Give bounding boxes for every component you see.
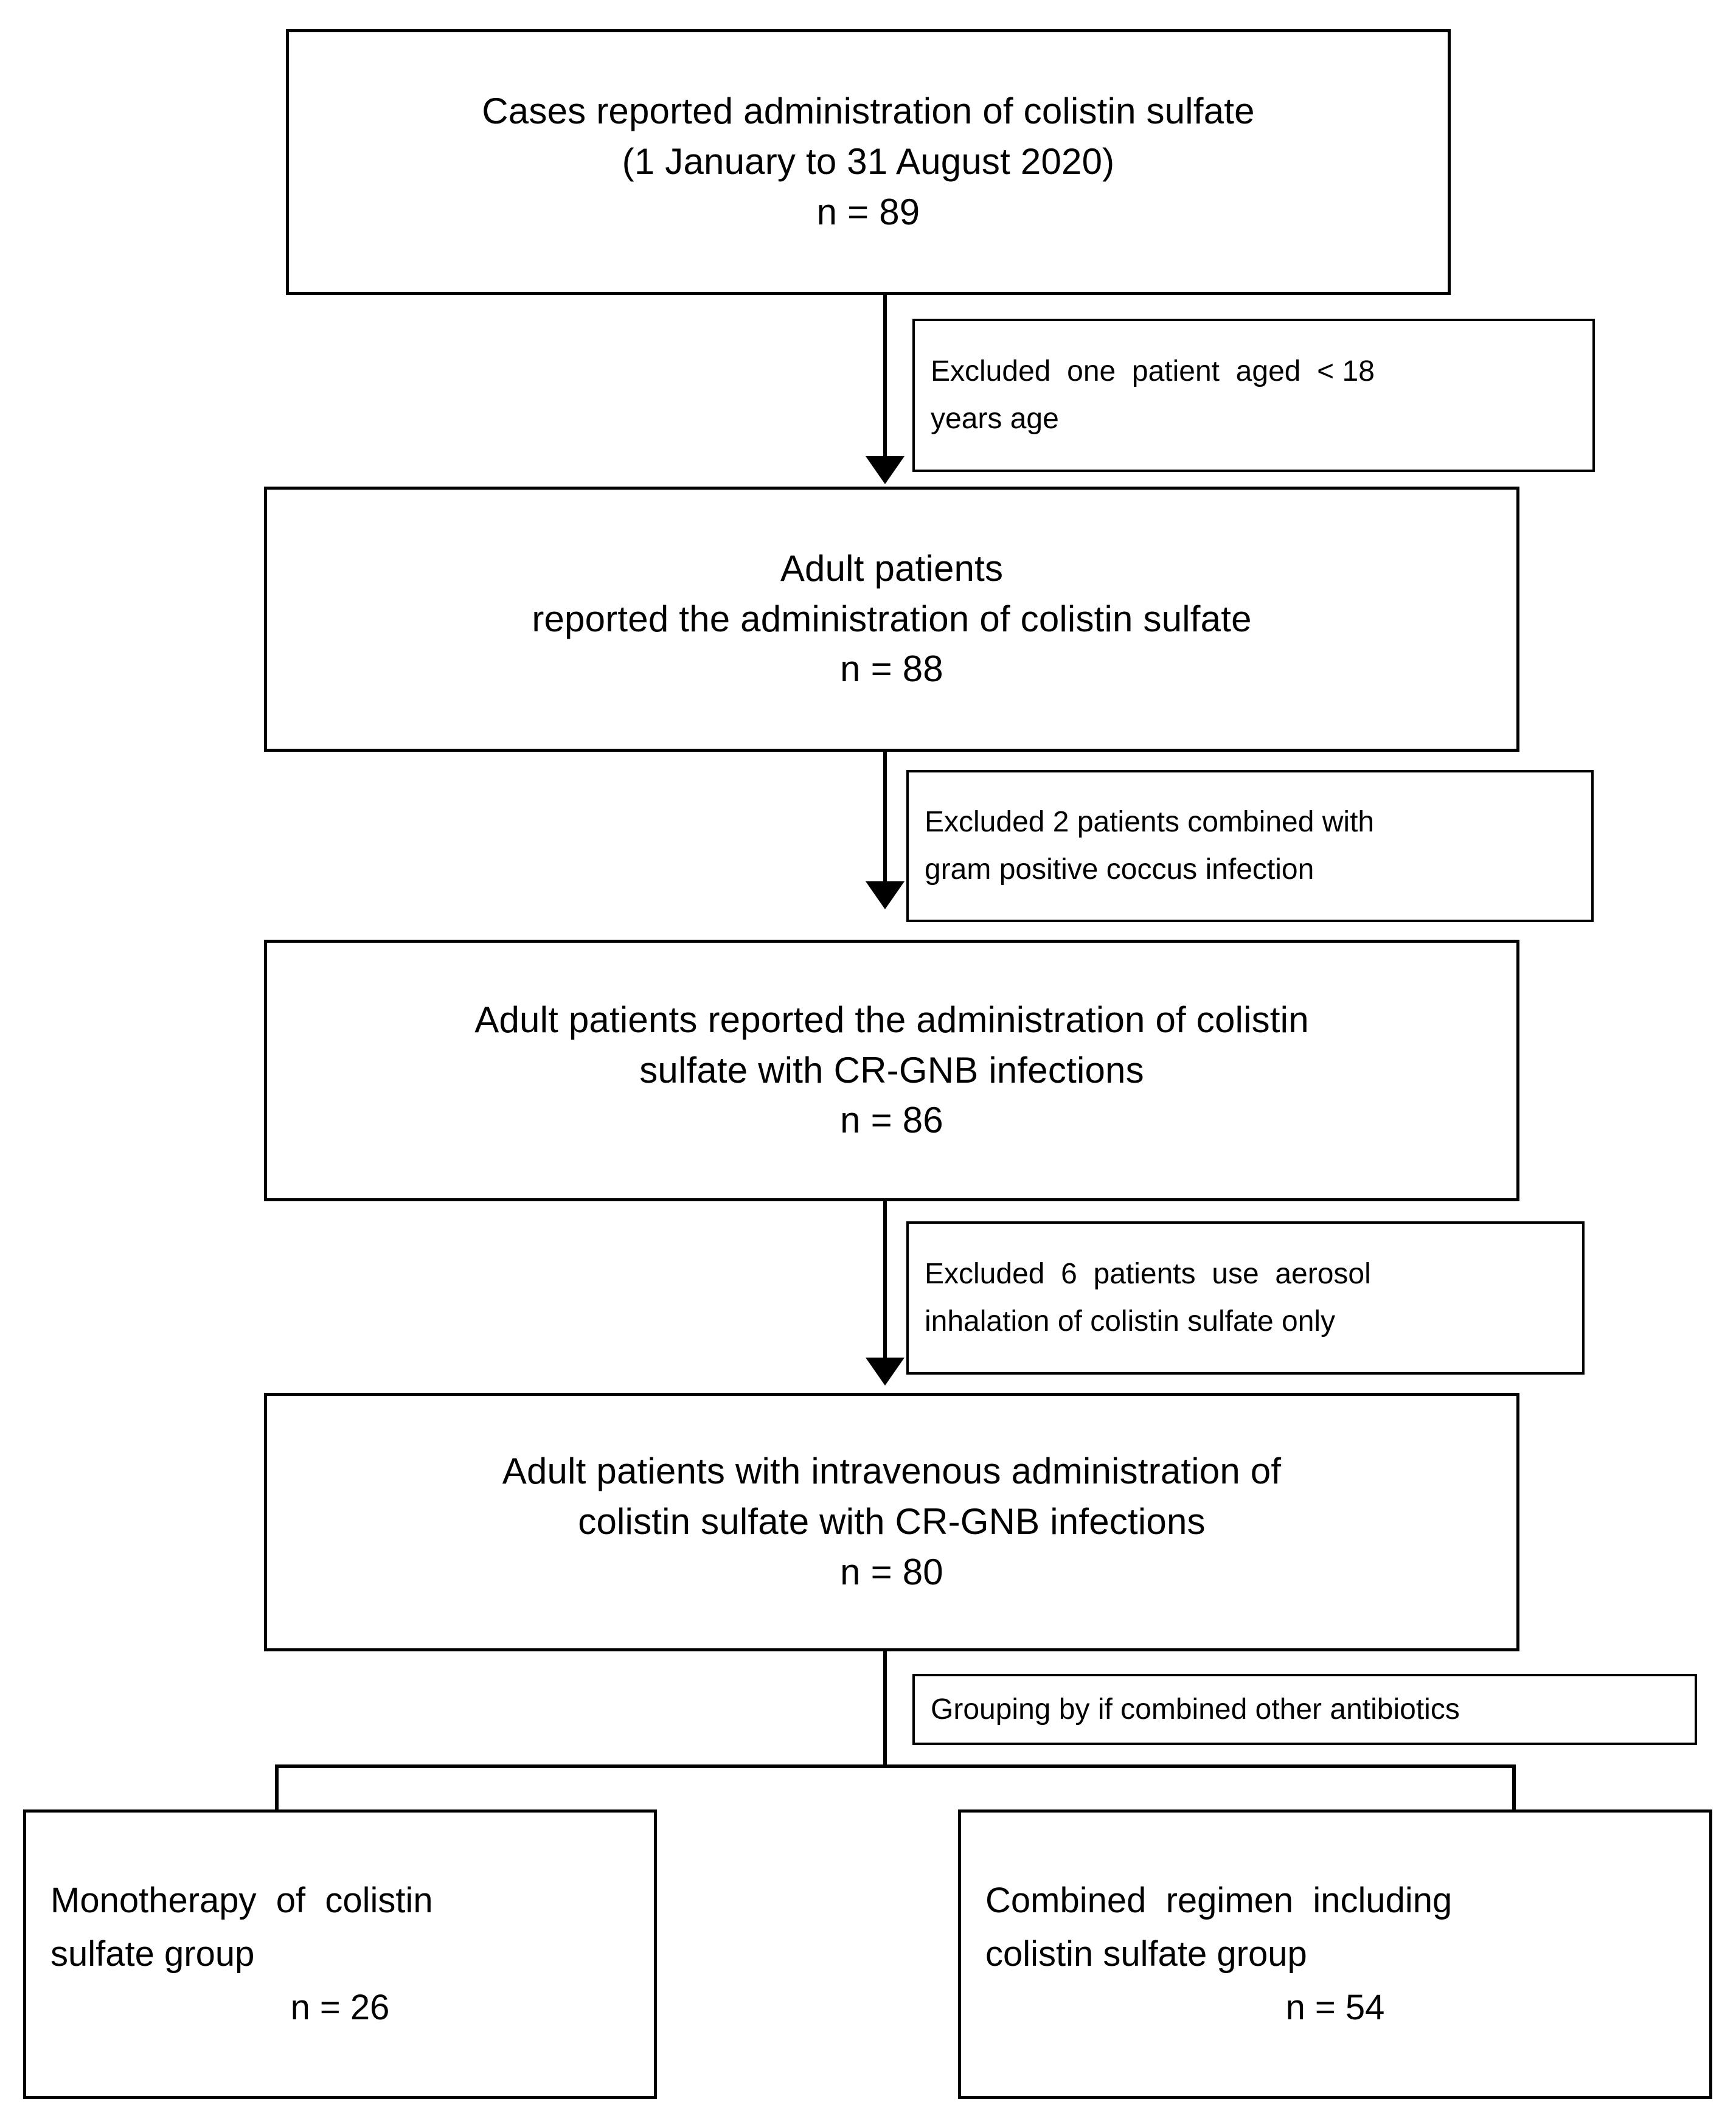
- node-crgnb-line-2: sulfate with CR-GNB infections: [639, 1049, 1144, 1091]
- connector-crgnb-to-intravenous: [883, 1201, 887, 1361]
- exclusion-age-line-2: years age: [931, 403, 1059, 435]
- grouping-criterion-label: Grouping by if combined other antibiotic…: [912, 1674, 1697, 1745]
- exclusion-age-line-1: Excluded one patient aged < 18: [931, 355, 1375, 388]
- node-monotherapy-count: n = 26: [290, 1988, 390, 2028]
- connector-intravenous-stem: [883, 1651, 887, 1768]
- node-crgnb-count: n = 86: [840, 1100, 943, 1141]
- connector-split-horizontal: [275, 1764, 1516, 1768]
- exclusion-aerosol: Excluded 6 patients use aerosol inhalati…: [906, 1221, 1585, 1375]
- connector-branch-left: [275, 1764, 279, 1813]
- node-adult-patients: Adult patients reported the administrati…: [264, 487, 1519, 752]
- exclusion-aerosol-line-1: Excluded 6 patients use aerosol: [925, 1258, 1371, 1291]
- node-combined-regimen-group: Combined regimen including colistin sulf…: [958, 1809, 1712, 2099]
- arrowhead-adults-to-crgnb: [866, 881, 904, 909]
- exclusion-gram-positive: Excluded 2 patients combined with gram p…: [906, 770, 1594, 922]
- node-enrolled-cases: Cases reported administration of colisti…: [286, 29, 1451, 295]
- connector-enrolled-to-adults: [883, 295, 887, 459]
- node-enrolled-line-1: Cases reported administration of colisti…: [482, 91, 1255, 132]
- exclusion-gram-line-2: gram positive coccus infection: [925, 853, 1314, 886]
- node-adults-line-2: reported the administration of colistin …: [532, 598, 1252, 639]
- connector-branch-right: [1512, 1764, 1516, 1813]
- node-adults-line-1: Adult patients: [780, 547, 1004, 589]
- node-crgnb-infections: Adult patients reported the administrati…: [264, 940, 1519, 1201]
- node-combined-line-2: colistin sulfate group: [985, 1934, 1307, 1974]
- node-enrolled-count: n = 89: [816, 191, 920, 232]
- node-adults-count: n = 88: [840, 648, 943, 690]
- arrowhead-crgnb-to-intravenous: [866, 1358, 904, 1386]
- node-crgnb-line-1: Adult patients reported the administrati…: [474, 999, 1309, 1040]
- node-intravenous-count: n = 80: [840, 1551, 943, 1592]
- exclusion-age: Excluded one patient aged < 18 years age: [912, 319, 1595, 472]
- arrowhead-enrolled-to-adults: [866, 456, 904, 484]
- node-intravenous-administration: Adult patients with intravenous administ…: [264, 1393, 1519, 1651]
- node-monotherapy-line-2: sulfate group: [50, 1934, 255, 1974]
- node-intravenous-line-1: Adult patients with intravenous administ…: [502, 1451, 1282, 1492]
- exclusion-gram-line-1: Excluded 2 patients combined with: [925, 806, 1375, 839]
- node-enrolled-line-2: (1 January to 31 August 2020): [622, 141, 1115, 182]
- node-combined-count: n = 54: [1285, 1988, 1385, 2028]
- grouping-label-text: Grouping by if combined other antibiotic…: [931, 1693, 1460, 1726]
- node-monotherapy-line-1: Monotherapy of colistin: [50, 1880, 433, 1920]
- node-combined-line-1: Combined regimen including: [985, 1880, 1453, 1920]
- node-monotherapy-group: Monotherapy of colistin sulfate group n …: [23, 1809, 657, 2099]
- connector-adults-to-crgnb: [883, 752, 887, 884]
- node-intravenous-line-2: colistin sulfate with CR-GNB infections: [578, 1501, 1206, 1542]
- exclusion-aerosol-line-2: inhalation of colistin sulfate only: [925, 1305, 1336, 1338]
